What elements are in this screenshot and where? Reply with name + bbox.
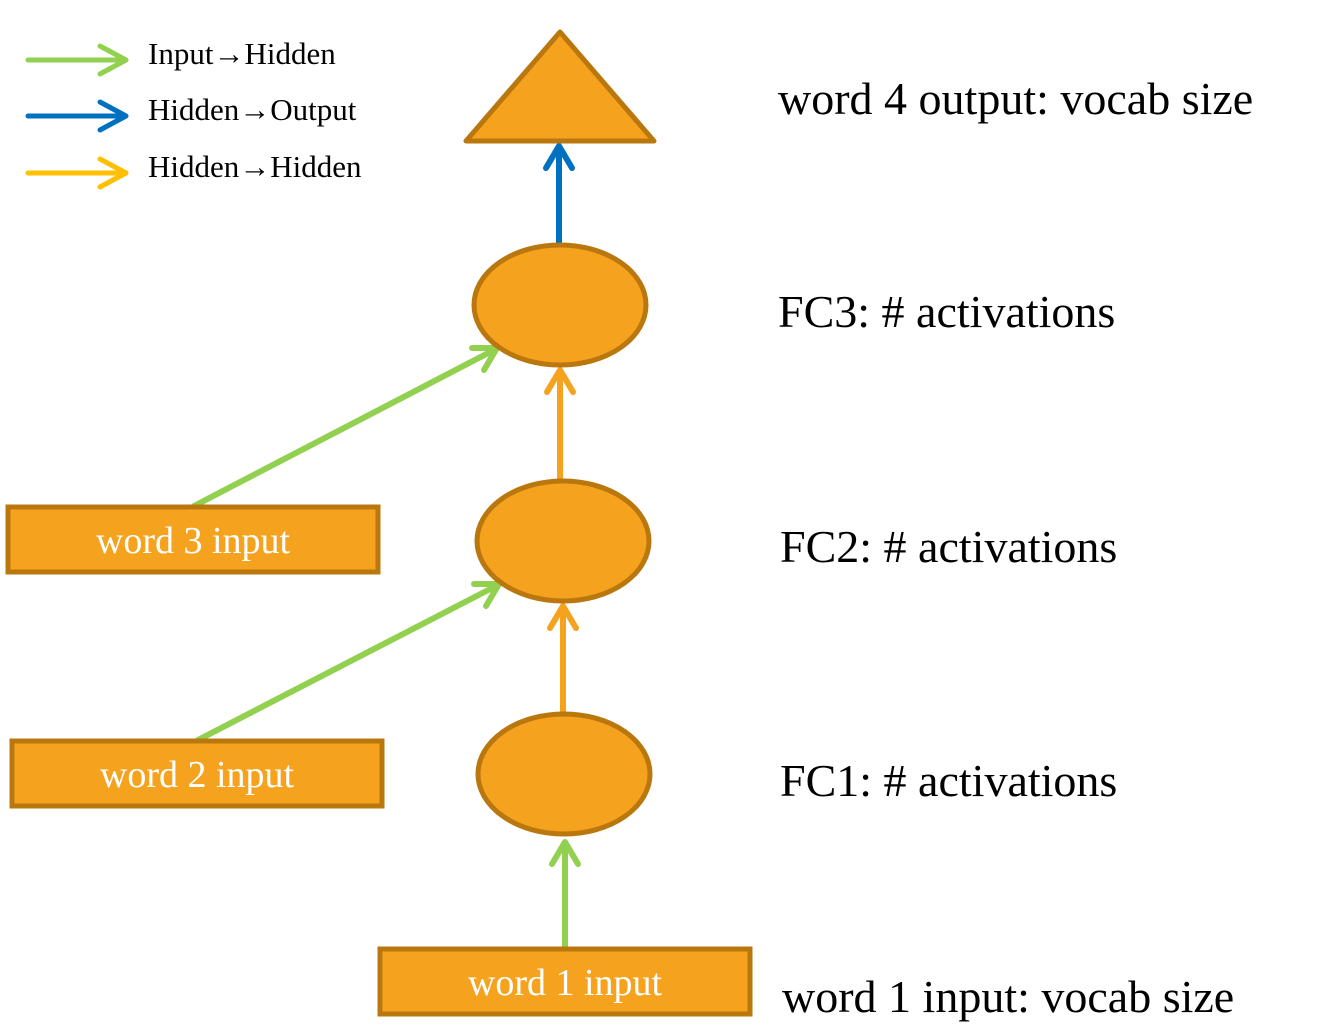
edge-word3-to-fc3 <box>191 345 500 509</box>
fc2-node <box>474 478 652 604</box>
word3-input-label: word 3 input <box>96 520 291 562</box>
legend-input-hidden: Input→Hidden <box>25 36 336 77</box>
word1-input-box: word 1 input <box>377 946 753 1017</box>
word3-input-box: word 3 input <box>5 504 381 575</box>
legend-green-arrowhead <box>97 43 129 77</box>
legend-input-hidden-from: Input <box>148 36 214 71</box>
fc2-size-label: FC2: # activations <box>780 521 1117 572</box>
edge-fc1-to-fc2 <box>547 603 579 714</box>
legend-hidden-hidden-to: Hidden <box>270 149 362 184</box>
edge-word2-to-fc2 <box>195 581 502 743</box>
legend-hidden-output-to: Output <box>270 92 357 127</box>
legend-blue-arrowhead <box>97 99 129 133</box>
word2-input-box: word 2 input <box>9 738 385 809</box>
fc1-size-label: FC1: # activations <box>780 755 1117 806</box>
word1-input-label: word 1 input <box>468 962 663 1004</box>
legend-hidden-output: Hidden→Output <box>25 92 357 133</box>
svg-text:Input→Hidden: Input→Hidden <box>148 36 336 71</box>
edge-fc2-to-fc3 <box>544 367 576 480</box>
fc3-size-label: FC3: # activations <box>778 286 1115 337</box>
svg-text:Hidden→Output: Hidden→Output <box>148 92 357 127</box>
legend-input-hidden-to: Hidden <box>244 36 336 71</box>
edge-fc3-to-output <box>543 143 575 244</box>
edge-word1-to-fc1 <box>549 839 581 948</box>
fc3-node <box>471 242 649 368</box>
legend-hidden-hidden-from: Hidden <box>148 149 240 184</box>
legend-hidden-hidden: Hidden→Hidden <box>25 149 362 190</box>
output-size-label: word 4 output: vocab size <box>778 73 1253 124</box>
word2-input-label: word 2 input <box>100 754 295 796</box>
legend-arrow-glyph: → <box>213 36 244 71</box>
legend-arrow-glyph: → <box>239 149 270 184</box>
legend-arrow-glyph: → <box>239 92 270 127</box>
legend-yellow-arrowhead <box>97 156 129 190</box>
input-size-label: word 1 input: vocab size <box>782 971 1234 1022</box>
svg-text:Hidden→Hidden: Hidden→Hidden <box>148 149 362 184</box>
fc1-node <box>475 711 653 837</box>
output-node-triangle <box>463 29 657 144</box>
legend: Input→Hidden Hidden→Output Hidden→Hidden <box>25 36 362 190</box>
legend-hidden-output-from: Hidden <box>148 92 240 127</box>
